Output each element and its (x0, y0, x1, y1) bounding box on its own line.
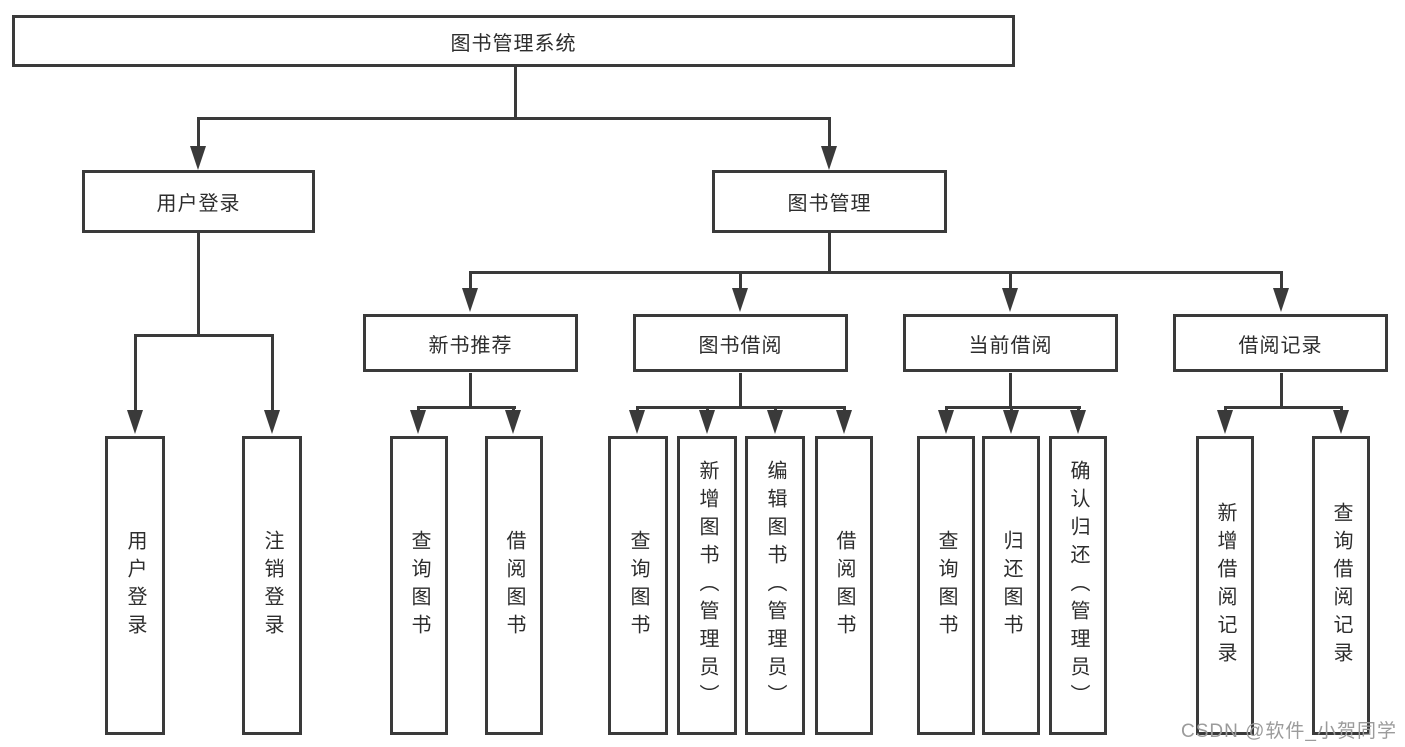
arrow-down-icon (1002, 288, 1018, 312)
connector-line (469, 271, 1282, 274)
connector-line (469, 271, 472, 291)
csdn-watermark: CSDN @软件_小贺同学 (1181, 721, 1397, 742)
node-label: 注销登录 (261, 529, 283, 642)
connector-line (417, 406, 516, 409)
connector-line (1009, 271, 1012, 291)
arrow-down-icon (190, 146, 206, 170)
node-label: 查询借阅记录 (1330, 501, 1352, 670)
arrow-down-icon (836, 410, 852, 434)
node-borrowing-query-books: 查询图书 (608, 436, 668, 735)
node-label: 用户登录 (124, 529, 146, 642)
node-borrowing-add-books-admin: 新增图书（管理员） (677, 436, 737, 735)
node-current-confirm-return-admin: 确认归还（管理员） (1049, 436, 1107, 735)
connector-line (514, 67, 517, 118)
node-current-return-books: 归还图书 (982, 436, 1040, 735)
node-borrowing-borrow-books: 借阅图书 (815, 436, 873, 735)
connector-line (828, 233, 831, 273)
node-library-management-system: 图书管理系统 (12, 15, 1015, 67)
arrow-down-icon (264, 410, 280, 434)
node-user-login-branch: 用户登录 (82, 170, 315, 233)
connector-line (197, 233, 200, 336)
arrow-down-icon (1070, 410, 1086, 434)
connector-line (197, 117, 200, 148)
arrow-down-icon (410, 410, 426, 434)
node-label: 查询图书 (935, 529, 957, 642)
node-current-borrowing: 当前借阅 (903, 314, 1118, 372)
arrow-down-icon (127, 410, 143, 434)
connector-line (134, 334, 137, 414)
node-logout: 注销登录 (242, 436, 302, 735)
node-label: 编辑图书（管理员） (764, 459, 786, 712)
connector-line (1224, 406, 1343, 409)
node-label: 用户登录 (156, 193, 241, 215)
arrow-down-icon (462, 288, 478, 312)
connector-line (271, 334, 274, 414)
node-borrowing-records: 借阅记录 (1173, 314, 1388, 372)
node-label: 查询图书 (408, 529, 430, 642)
arrow-down-icon (938, 410, 954, 434)
arrow-down-icon (1003, 410, 1019, 434)
node-label: 借阅记录 (1238, 334, 1323, 357)
arrow-down-icon (1217, 410, 1233, 434)
arrow-down-icon (629, 410, 645, 434)
node-label: 确认归还（管理员） (1067, 459, 1089, 712)
arrow-down-icon (699, 410, 715, 434)
connector-line (134, 334, 274, 337)
node-records-query-record: 查询借阅记录 (1312, 436, 1370, 735)
node-label: 新增借阅记录 (1214, 501, 1236, 670)
connector-line (739, 271, 742, 291)
node-label: 图书管理 (787, 193, 872, 215)
node-book-borrowing: 图书借阅 (633, 314, 848, 372)
arrow-down-icon (505, 410, 521, 434)
node-label: 归还图书 (1000, 529, 1022, 642)
node-label: 图书管理系统 (450, 32, 577, 55)
arrow-down-icon (821, 146, 837, 170)
node-label: 当前借阅 (968, 334, 1053, 357)
connector-line (197, 117, 831, 120)
node-records-add-record: 新增借阅记录 (1196, 436, 1254, 735)
arrow-down-icon (732, 288, 748, 312)
connector-line (739, 373, 742, 408)
connector-line (469, 373, 472, 408)
node-label: 借阅图书 (503, 529, 525, 642)
arrow-down-icon (1333, 410, 1349, 434)
connector-line (1009, 373, 1012, 408)
node-recommend-borrow-books: 借阅图书 (485, 436, 543, 735)
node-user-login: 用户登录 (105, 436, 165, 735)
node-label: 新增图书（管理员） (696, 459, 718, 712)
node-current-query-books: 查询图书 (917, 436, 975, 735)
node-label: 新书推荐 (428, 334, 513, 357)
node-label: 借阅图书 (833, 529, 855, 642)
arrow-down-icon (767, 410, 783, 434)
connector-line (1280, 373, 1283, 408)
node-borrowing-edit-books-admin: 编辑图书（管理员） (745, 436, 805, 735)
node-new-book-recommend: 新书推荐 (363, 314, 578, 372)
node-label: 图书借阅 (698, 334, 783, 357)
node-label: 查询图书 (627, 529, 649, 642)
node-recommend-query-books: 查询图书 (390, 436, 448, 735)
connector-line (828, 117, 831, 148)
connector-line (636, 406, 846, 409)
node-book-management: 图书管理 (712, 170, 947, 233)
connector-line (945, 406, 1081, 409)
connector-line (1280, 271, 1283, 291)
arrow-down-icon (1273, 288, 1289, 312)
